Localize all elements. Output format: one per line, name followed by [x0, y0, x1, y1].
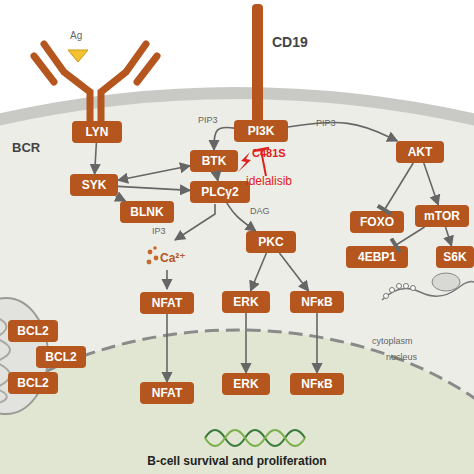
protein-box: ERK: [222, 291, 270, 313]
protein-box: mTOR: [415, 205, 469, 227]
protein-name: PLCγ2: [201, 185, 238, 199]
protein-name: NFκB: [301, 377, 332, 391]
signal-arrow: [216, 172, 218, 181]
signal-arrow: [251, 253, 267, 291]
signal-arrow: [384, 163, 413, 211]
protein-box: NFκB: [290, 373, 344, 395]
calcium-arrow: [166, 270, 168, 289]
signal-arrow: [445, 227, 451, 246]
signal-arrow: [245, 313, 247, 373]
signal-arrow: [118, 186, 190, 190]
protein-box: 4EBP1: [346, 246, 408, 268]
bead: [411, 286, 416, 291]
protein-box: BLNK: [120, 201, 174, 223]
protein-box: S6K: [436, 246, 474, 268]
annotation-label: C481S: [252, 147, 286, 159]
protein-box: LYN: [72, 121, 122, 143]
annotation-label: nucleus: [386, 352, 417, 362]
protein-box: NFAT: [140, 382, 194, 404]
protein-box: PLCγ2: [190, 181, 250, 203]
protein-box: NFκB: [290, 291, 344, 313]
edge-label: PIP3: [316, 118, 336, 128]
annotation-label: BCR: [12, 140, 40, 155]
annotation-label: Ca²⁺: [160, 251, 186, 265]
signal-arrow: [214, 127, 234, 150]
ribosome-beads: [384, 284, 416, 299]
signal-arrow: [95, 143, 97, 174]
bcr-light-chain: [34, 56, 54, 82]
protein-box: NFAT: [140, 292, 194, 314]
mrna-strand: [382, 282, 474, 300]
protein-box: ERK: [222, 373, 270, 395]
signal-arrow: [316, 313, 318, 373]
signal-arrow: [279, 253, 308, 291]
protein-box: PKC: [246, 231, 296, 253]
signal-arrow: [394, 227, 424, 246]
protein-name: BCL2: [45, 350, 76, 364]
calcium-dot: [148, 250, 153, 255]
protein-box: BCL2: [8, 320, 58, 342]
protein-name: 4EBP1: [358, 250, 396, 264]
protein-name: BTK: [202, 154, 227, 168]
signal-arrow: [118, 166, 190, 180]
bead: [397, 284, 402, 289]
nucleus-envelope: [0, 330, 474, 474]
calcium-dot: [154, 256, 159, 261]
protein-name: PI3K: [248, 124, 275, 138]
bcr-receptor: [34, 44, 157, 122]
annotation-label: idelalisib: [246, 174, 292, 188]
protein-name: BCL2: [17, 376, 48, 390]
protein-name: SYK: [82, 178, 107, 192]
protein-name: NFAT: [152, 386, 182, 400]
protein-box: BCL2: [36, 346, 86, 368]
bead: [384, 294, 389, 299]
annotation-label: Ag: [70, 30, 82, 41]
edge-label: DAG: [250, 206, 270, 216]
signal-arrow: [424, 163, 438, 205]
bead: [390, 288, 395, 293]
protein-name: ERK: [233, 295, 258, 309]
dna-strand: [205, 430, 305, 446]
annotation-label: B-cell survival and proliferation: [0, 454, 474, 468]
annotation-label: IP3: [152, 226, 166, 236]
signal-arrow: [288, 122, 397, 141]
antigen-triangle: [68, 50, 88, 62]
cd19-receptor: [252, 4, 263, 126]
signal-arrow: [116, 196, 126, 201]
protein-name: LYN: [86, 125, 109, 139]
protein-name: BLNK: [130, 205, 163, 219]
edge-label: PIP3: [198, 115, 218, 125]
protein-name: BCL2: [17, 324, 48, 338]
bead: [404, 284, 409, 289]
calcium-dots: [147, 246, 159, 264]
protein-name: NFAT: [152, 296, 182, 310]
protein-box: BCL2: [8, 372, 58, 394]
annotation-label: CD19: [272, 34, 308, 50]
protein-name: mTOR: [424, 209, 460, 223]
calcium-dot: [147, 260, 152, 265]
dna-strand: [205, 430, 305, 446]
ribosome: [432, 273, 460, 291]
protein-box: FOXO: [350, 211, 404, 233]
protein-name: ERK: [233, 377, 258, 391]
bcr-light-chain: [137, 56, 157, 82]
protein-box: AKT: [396, 141, 444, 163]
protein-name: PKC: [258, 235, 283, 249]
protein-box: SYK: [70, 174, 118, 196]
protein-name: S6K: [443, 250, 466, 264]
protein-name: FOXO: [360, 215, 394, 229]
protein-box: BTK: [190, 150, 238, 172]
protein-name: AKT: [408, 145, 433, 159]
protein-name: NFκB: [301, 295, 332, 309]
protein-box: PI3K: [234, 120, 288, 142]
mutation-bolt: [238, 152, 251, 172]
ip3-arrow: [175, 204, 215, 240]
calcium-dot: [153, 246, 157, 250]
signal-arrow: [166, 314, 168, 382]
annotation-label: cytoplasm: [372, 336, 413, 346]
